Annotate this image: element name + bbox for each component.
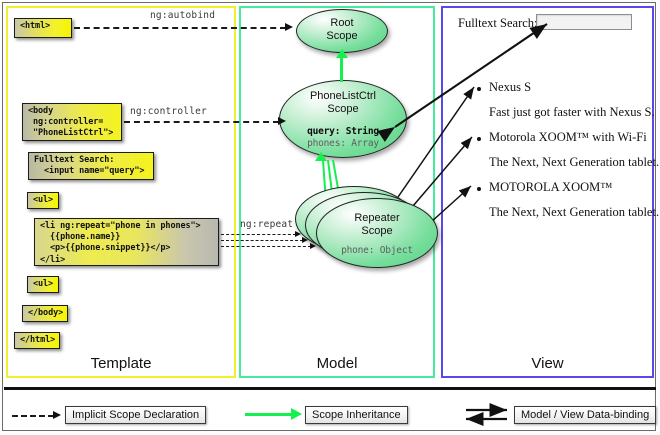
column-model-title: Model	[316, 355, 358, 372]
connector-ng-repeat-arrow-1	[295, 231, 301, 237]
template-box-body-close: </body>	[22, 305, 68, 322]
scope-phonelistctrl: PhoneListCtrl Scope query: String phones…	[279, 80, 407, 158]
connector-ng-repeat-line-3	[221, 246, 311, 247]
view-phone-snippet-2: The Next, Next Generation tablet.	[489, 155, 660, 169]
template-box-fulltext-search: Fulltext Search: <input name="query">	[28, 152, 154, 180]
view-phone-name-2: Motorola XOOM™ with Wi-Fi	[489, 130, 647, 144]
inheritance-arrow-phonelistctrl-to-root	[336, 49, 348, 58]
scope-repeater-title-2: Scope	[361, 224, 393, 237]
view-bullet-2	[477, 137, 481, 141]
column-template-title: Template	[90, 355, 152, 372]
view-phone-name-1: Nexus S	[489, 80, 532, 94]
scope-phonelistctrl-prop-query: query: String	[307, 125, 379, 137]
connector-ng-autobind-arrow	[285, 23, 293, 31]
column-view-title: View	[531, 355, 564, 372]
view-bullet-1	[477, 87, 481, 91]
connector-ng-repeat-arrow-2	[302, 237, 308, 243]
legend-label-implicit-scope-declaration: Implicit Scope Declaration	[65, 406, 207, 424]
inheritance-arrow-repeater-to-phonelistctrl	[315, 152, 327, 161]
inheritance-line-phonelistctrl-to-root	[340, 58, 343, 82]
scope-phonelistctrl-prop-phones: phones: Array	[307, 137, 379, 149]
connector-ng-autobind-line	[74, 27, 286, 29]
connector-ng-repeat-label: ng:repeat	[240, 219, 294, 230]
scope-phonelistctrl-title-2: Scope	[327, 102, 359, 115]
template-box-html-close: </html>	[14, 332, 60, 349]
connector-ng-controller-arrow	[278, 117, 286, 125]
connector-ng-autobind-label: ng:autobind	[150, 10, 216, 21]
legend-divider	[4, 387, 656, 390]
legend-arrow-implicit-line	[12, 415, 54, 417]
view-bullet-3	[477, 187, 481, 191]
connector-ng-repeat-line-1	[221, 234, 296, 235]
connector-ng-repeat-arrow-3	[310, 243, 316, 249]
connector-ng-repeat-line-2	[221, 240, 303, 241]
template-box-html-open: <html>	[14, 18, 72, 38]
view-search-input[interactable]	[536, 14, 632, 30]
view-phone-snippet-3: The Next, Next Generation tablet.	[489, 205, 660, 219]
scope-repeater: Repeater Scope phone: Object	[316, 198, 438, 268]
legend-label-scope-inheritance: Scope Inheritance	[305, 406, 408, 424]
legend-label-model-view-data-binding: Model / View Data-binding	[514, 406, 657, 424]
template-box-li-repeat: <li ng:repeat="phone in phones"> {{phone…	[34, 218, 219, 266]
scope-root: Root Scope	[296, 9, 388, 53]
template-box-ul-open: <ul>	[27, 192, 59, 209]
connector-ng-controller-label: ng:controller	[130, 106, 207, 117]
connector-ng-controller-line	[124, 121, 279, 123]
template-box-ul-close: <ul>	[27, 276, 59, 293]
scope-repeater-prop-phone: phone: Object	[341, 244, 413, 256]
scope-root-title-2: Scope	[326, 29, 358, 42]
legend-arrow-inheritance-line	[245, 413, 293, 416]
scope-repeater-title-1: Repeater	[354, 212, 400, 224]
view-phone-name-3: MOTOROLA XOOM™	[489, 180, 613, 194]
view-search-label: Fulltext Search:	[458, 16, 538, 30]
legend-arrow-inheritance-head	[291, 408, 302, 420]
view-phone-snippet-1: Fast just got faster with Nexus S.	[489, 105, 655, 119]
legend-arrow-implicit-head	[53, 411, 61, 419]
scope-root-title-1: Root	[330, 17, 354, 29]
template-box-body-open: <body ng:controller= "PhoneListCtrl">	[22, 103, 122, 141]
scope-phonelistctrl-title-1: PhoneListCtrl	[309, 90, 377, 102]
